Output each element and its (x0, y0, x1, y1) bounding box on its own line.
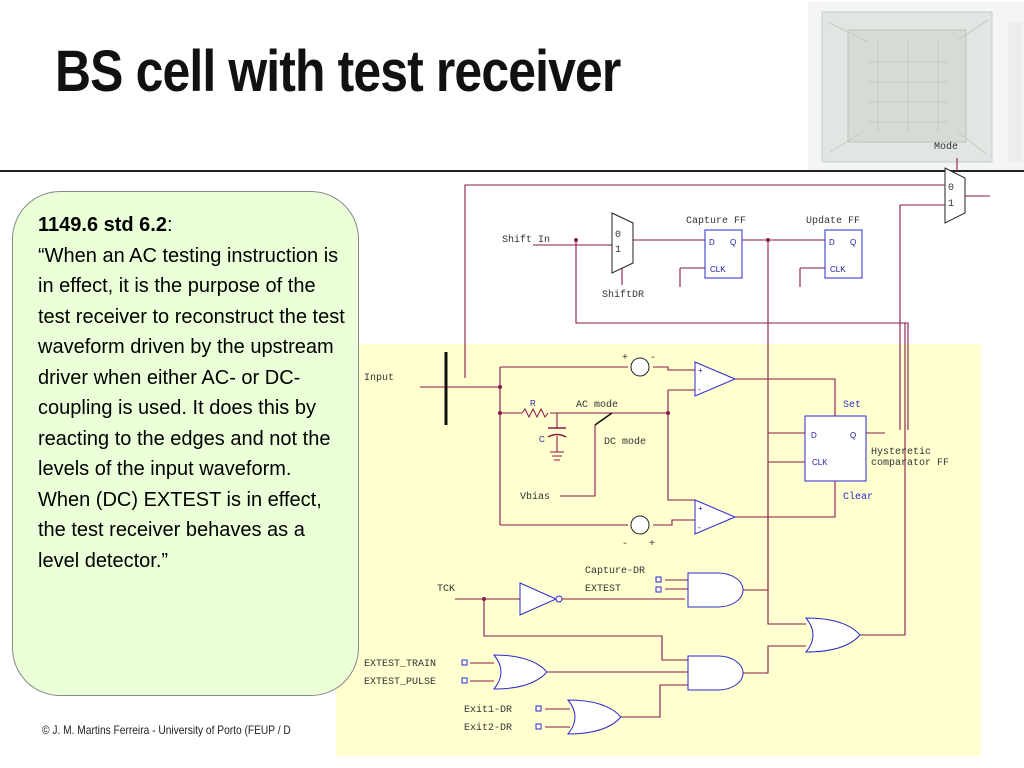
lower-source-plus: + (649, 539, 655, 550)
wires (420, 158, 990, 728)
label-update-ff: Update FF (806, 215, 860, 227)
label-capture-ff: Capture FF (686, 216, 746, 227)
hysteretic-ff-q: Q (850, 431, 856, 440)
callout-heading-suffix: : (166, 214, 173, 236)
label-mode: Mode (934, 141, 958, 153)
label-comparator-ff: comparator FF (871, 458, 949, 469)
lower-comparator (694, 499, 737, 535)
capacitor-plate-bottom (547, 433, 567, 438)
slide-title: BS cell with test receiver (55, 39, 621, 104)
label-tck: TCK (437, 584, 455, 595)
capture-ff-d: D (709, 238, 715, 247)
capture-ff-q: Q (730, 238, 736, 247)
inverter-bubble (555, 595, 563, 603)
label-c: C (539, 435, 545, 444)
label-shift-in: Shift In (502, 234, 550, 246)
label-vbias: Vbias (520, 491, 550, 503)
label-clear: Clear (843, 491, 873, 503)
shift-mux-zero: 0 (615, 230, 621, 241)
label-exit1-dr: Exit1-DR (464, 704, 512, 716)
shift-mux (611, 212, 634, 274)
title-divider (0, 170, 1024, 172)
port-squares (461, 576, 662, 730)
upper-source-minus: - (650, 353, 656, 364)
footer-clip (336, 716, 356, 746)
label-extest: EXTEST (585, 584, 621, 595)
quote-callout: 1149.6 std 6.2: “When an AC testing inst… (12, 191, 359, 696)
mode-mux (944, 167, 966, 224)
label-extest-pulse: EXTEST_PULSE (364, 677, 436, 688)
upper-comparator (694, 361, 737, 397)
ground-icon (550, 451, 564, 461)
and-gate-capture (687, 572, 744, 608)
junction-dots (482, 238, 770, 601)
label-ac-mode: AC mode (576, 399, 618, 411)
update-ff-clk: CLK (830, 265, 846, 274)
label-set: Set (843, 400, 861, 411)
label-capture-dr: Capture-DR (585, 566, 645, 577)
label-extest-train: EXTEST_TRAIN (364, 659, 436, 670)
upper-voltage-source (630, 357, 650, 377)
callout-body: “When an AC testing instruction is in ef… (38, 244, 345, 572)
update-ff-q: Q (850, 238, 856, 247)
resistor-symbol (521, 407, 549, 419)
capture-flip-flop (704, 229, 743, 279)
upper-source-plus: + (622, 353, 628, 364)
hysteretic-ff-clk: CLK (812, 458, 828, 467)
shift-mux-one: 1 (615, 245, 621, 256)
or-gate-extest-modes (492, 654, 548, 690)
ac-dc-switch (594, 412, 613, 426)
or-gate-clock (804, 617, 861, 653)
footer-copyright: © J. M. Martins Ferreira - University of… (42, 723, 291, 737)
chip-watermark (808, 2, 1024, 170)
label-r: R (530, 399, 536, 408)
hysteretic-flip-flop (804, 415, 867, 482)
lower-comparator-plus: + (698, 504, 703, 513)
mode-mux-zero: 0 (948, 183, 954, 194)
label-shiftdr: ShiftDR (602, 289, 644, 301)
mode-mux-one: 1 (948, 199, 954, 210)
lower-comparator-minus: - (698, 523, 701, 532)
and-gate-extest (687, 655, 744, 691)
lower-source-minus: - (622, 539, 628, 550)
or-gate-exit (566, 699, 622, 735)
update-ff-d: D (829, 238, 835, 247)
label-exit2-dr: Exit2-DR (464, 722, 512, 734)
hysteretic-ff-d: D (811, 431, 817, 440)
upper-comparator-plus: + (698, 366, 703, 375)
update-flip-flop (824, 229, 863, 279)
label-dc-mode: DC mode (604, 436, 646, 448)
upper-comparator-minus: - (698, 385, 701, 394)
callout-heading: 1149.6 std 6.2 (38, 214, 167, 236)
capture-ff-clk: CLK (710, 265, 726, 274)
tck-inverter (519, 582, 558, 616)
label-hysteretic: Hysteretic (871, 446, 931, 458)
label-input: Input (364, 373, 394, 384)
lower-voltage-source (630, 515, 650, 535)
